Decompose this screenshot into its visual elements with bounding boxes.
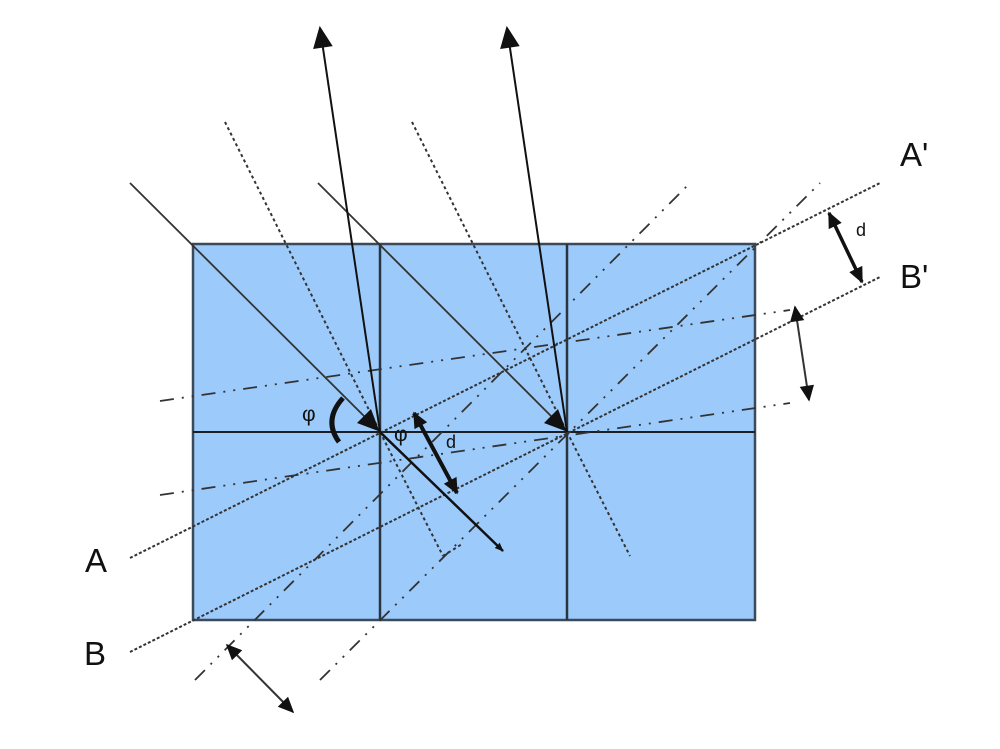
normal-right-upper (411, 121, 568, 433)
right-angle-mark (442, 543, 463, 557)
aux-planes-shallow (159, 309, 791, 496)
normal-right-lower (566, 431, 631, 557)
spacing-d-top-label: d (856, 220, 866, 240)
aux-plane-upper (159, 309, 791, 402)
aux-planes-steep (194, 182, 821, 681)
incident-rays (129, 182, 567, 432)
incident-ray-1 (129, 182, 380, 432)
normal-lines (224, 121, 631, 557)
normal-left-upper (224, 121, 381, 433)
spacing-arrow-top-right (827, 211, 864, 284)
plane-b-prime-label: B' (900, 258, 928, 295)
spacing-arrow-right (790, 305, 814, 402)
aux-plane-lower (159, 402, 791, 496)
aux-plane-steep-left (194, 182, 691, 681)
spacing-arrow-center (412, 411, 459, 495)
reflected-ray-1 (313, 25, 381, 433)
spacing-arrow-bottom-left (225, 643, 295, 714)
reflected-ray-2 (500, 25, 568, 433)
plane-a-label: A (85, 542, 107, 579)
spacing-d-center-label: d (446, 432, 456, 452)
angle-arc (329, 396, 345, 444)
angle-phi-left-label: φ (302, 403, 316, 426)
reflected-rays (313, 25, 568, 433)
plane-a-prime-label: A' (900, 136, 928, 173)
normal-left-lower (379, 431, 444, 557)
angle-phi-right-label: φ (394, 423, 408, 446)
aux-plane-steep-right (319, 182, 821, 681)
crystal-lattice (191, 242, 757, 622)
plane-b-label: B (84, 635, 106, 672)
incident-ray-2 (317, 182, 567, 432)
